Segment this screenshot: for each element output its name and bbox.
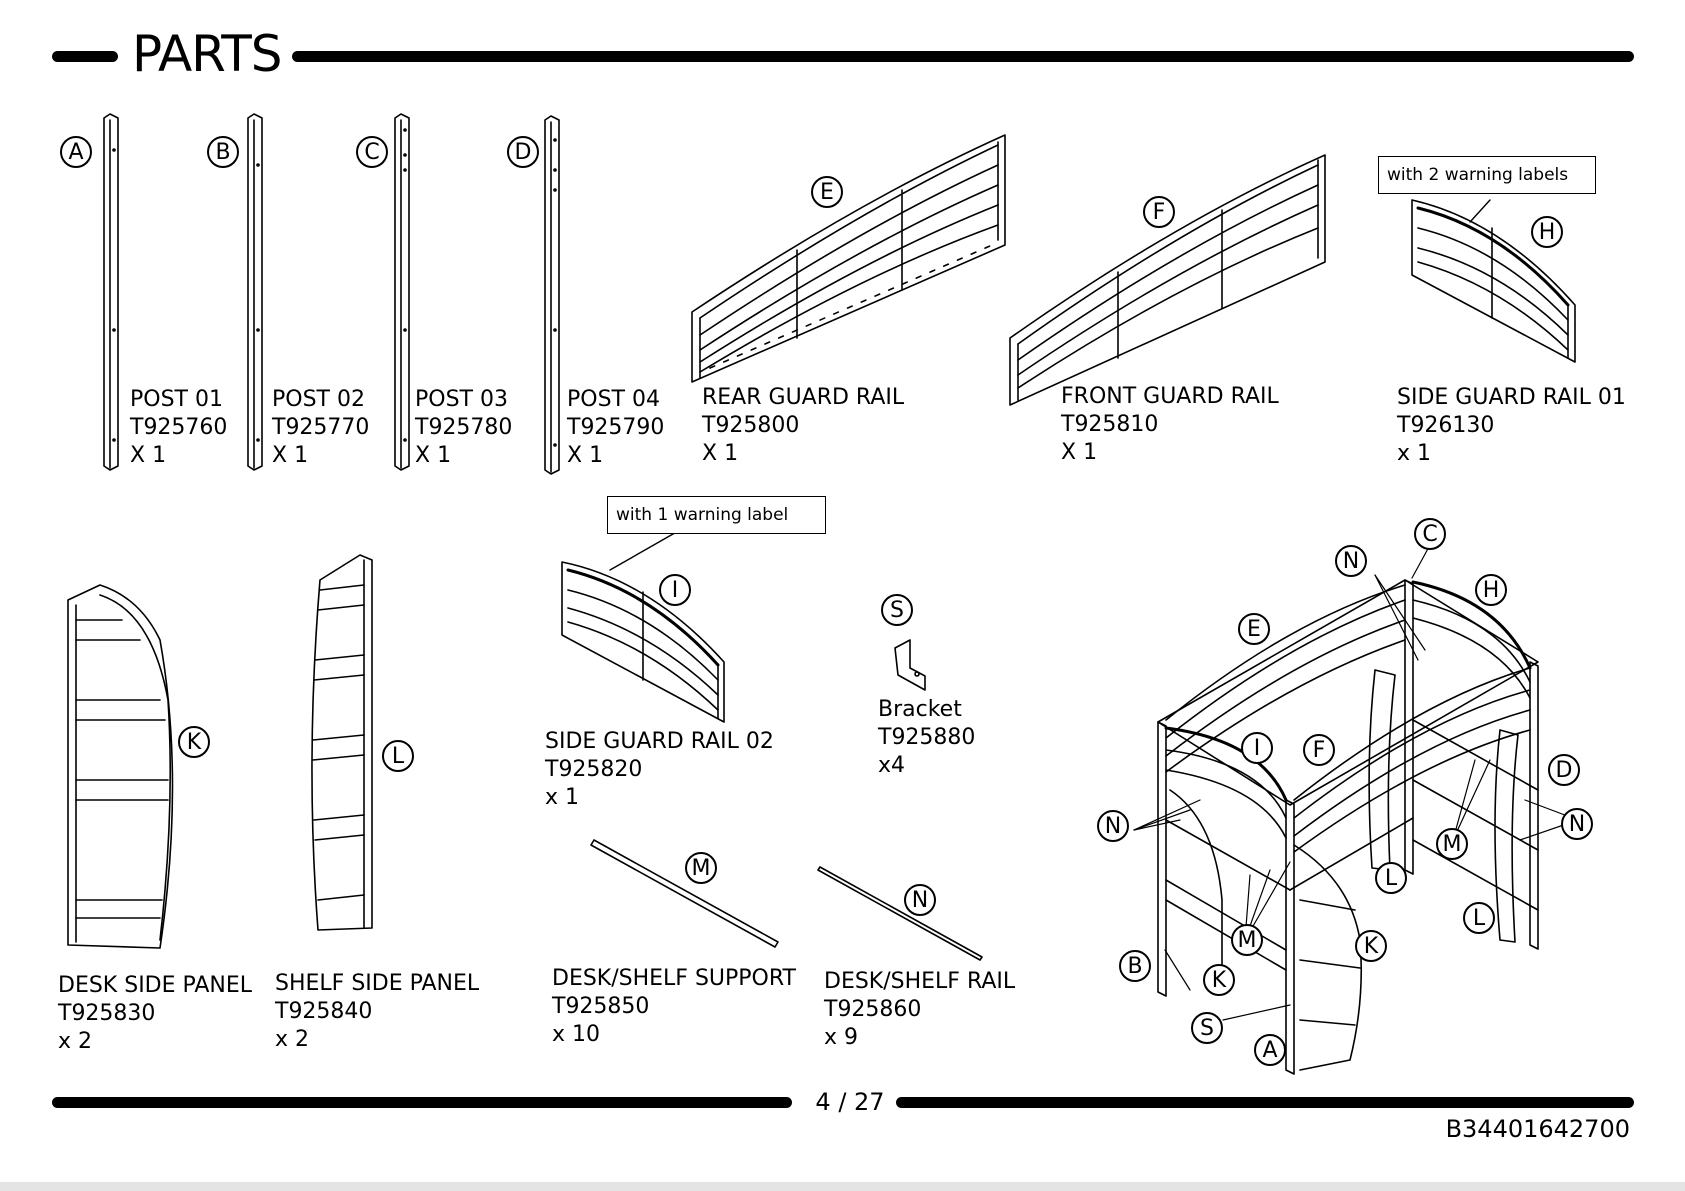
part-letter-l: L bbox=[382, 740, 414, 772]
assembly-callout-a: A bbox=[1254, 1034, 1286, 1066]
assembled-bed-drawing bbox=[1133, 544, 1579, 1075]
post-d-drawing bbox=[544, 115, 560, 475]
desk-shelf-support-drawing bbox=[590, 839, 779, 948]
assembly-callout-h: H bbox=[1475, 574, 1507, 606]
footer-rule-left bbox=[52, 1097, 792, 1108]
assembly-callout-k-right: K bbox=[1355, 930, 1387, 962]
front-guard-rail-drawing bbox=[1009, 154, 1326, 406]
warning-box-one-label: with 1 warning label bbox=[607, 496, 826, 534]
footer-rule-right bbox=[896, 1097, 1634, 1108]
warning-box-two-labels: with 2 warning labels bbox=[1378, 156, 1596, 194]
side-guard-rail-01-drawing bbox=[1411, 199, 1576, 363]
assembly-callout-k-left: K bbox=[1203, 964, 1235, 996]
rear-guard-rail-drawing bbox=[691, 134, 1006, 383]
assembly-callout-f: F bbox=[1303, 734, 1335, 766]
assembly-callout-m-left: M bbox=[1231, 924, 1263, 956]
assembly-callout-s: S bbox=[1191, 1012, 1223, 1044]
desk-side-panel-drawing bbox=[67, 584, 174, 949]
desk-shelf-rail-drawing bbox=[817, 866, 983, 961]
assembly-callout-m-right: M bbox=[1436, 828, 1468, 860]
page-number: 4 / 27 bbox=[815, 1088, 885, 1116]
assembly-callout-c: C bbox=[1414, 518, 1446, 550]
post-c-drawing bbox=[394, 113, 410, 471]
part-letter-b: B bbox=[207, 136, 239, 168]
part-letter-e: E bbox=[811, 176, 843, 208]
assembly-callout-l-left: L bbox=[1375, 862, 1407, 894]
part-letter-d: D bbox=[507, 136, 539, 168]
assembly-callout-n-left: N bbox=[1097, 810, 1129, 842]
header-rule-right bbox=[292, 51, 1634, 62]
post-a-drawing bbox=[103, 113, 119, 471]
part-letter-s: S bbox=[881, 594, 913, 626]
part-letter-k: K bbox=[178, 726, 210, 758]
part-letter-i: I bbox=[659, 574, 691, 606]
document-number: B34401642700 bbox=[1445, 1115, 1630, 1143]
part-letter-m: M bbox=[685, 852, 717, 884]
assembly-callout-e: E bbox=[1238, 613, 1270, 645]
header-rule-left bbox=[52, 51, 118, 62]
assembly-callout-n-right: N bbox=[1561, 808, 1593, 840]
assembly-callout-i: I bbox=[1241, 732, 1273, 764]
assembly-callout-l-right: L bbox=[1463, 902, 1495, 934]
assembly-callout-b: B bbox=[1119, 950, 1151, 982]
bracket-drawing bbox=[894, 639, 926, 691]
page-title: PARTS bbox=[132, 25, 283, 83]
side-guard-rail-02-drawing bbox=[561, 529, 725, 723]
bottom-strip bbox=[0, 1182, 1685, 1191]
part-letter-f: F bbox=[1143, 196, 1175, 228]
shelf-side-panel-drawing bbox=[311, 554, 373, 931]
part-letter-a: A bbox=[60, 136, 92, 168]
part-letter-n: N bbox=[904, 884, 936, 916]
part-letter-h: H bbox=[1531, 216, 1563, 248]
part-letter-c: C bbox=[356, 136, 388, 168]
post-b-drawing bbox=[247, 113, 263, 471]
assembly-callout-d: D bbox=[1548, 754, 1580, 786]
assembly-callout-n-top: N bbox=[1335, 545, 1367, 577]
